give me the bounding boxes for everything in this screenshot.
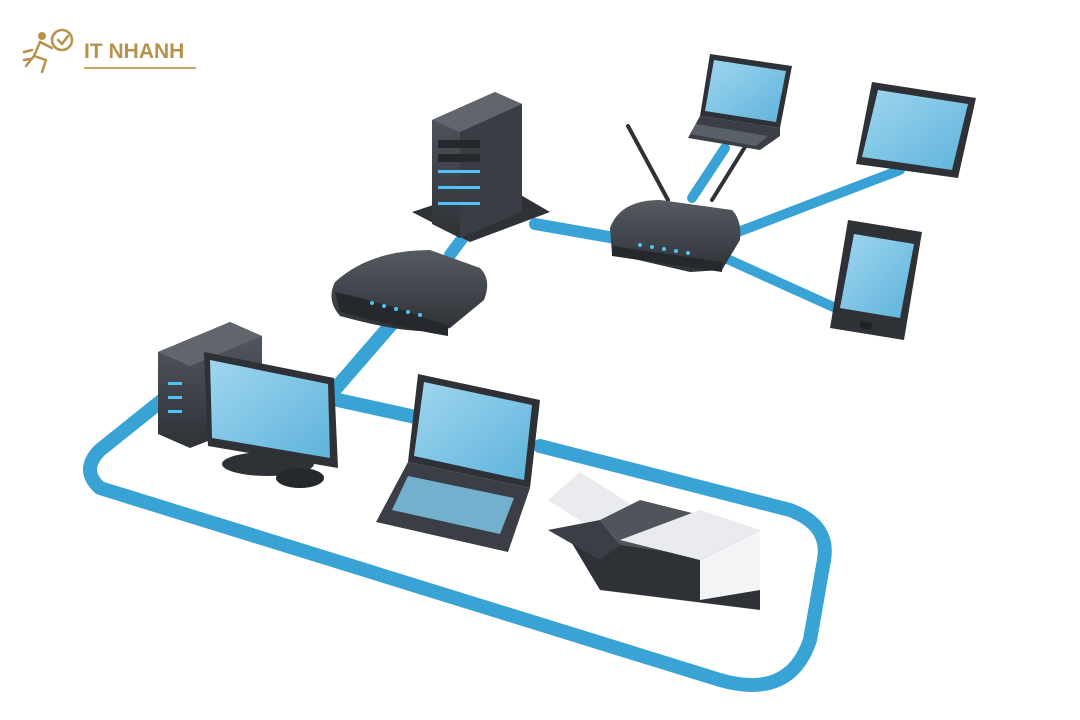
branch-cable-modem [323,313,402,402]
laptop-icon [688,54,792,150]
laptop-icon [376,374,540,552]
desktop-computer-icon [158,322,338,488]
ring-to-laptop-cable [331,393,427,425]
router-monitor-cable [733,165,905,237]
printer-icon [548,472,760,610]
brand-logo: IT NHANH [22,28,196,74]
brand-name: IT NHANH [84,40,184,63]
ring-cable [83,391,832,692]
tablet-icon [830,220,922,340]
server-icon [412,92,550,242]
server-router-cable [529,218,621,244]
brand-underline [84,67,196,69]
router-laptop-cable [687,143,730,203]
network-cables [83,143,905,692]
monitor-icon [856,82,976,178]
wifi-router-icon [610,124,760,272]
runner-logo-icon [22,28,74,74]
router-icon [331,250,488,336]
router-tablet-cable [720,253,845,315]
